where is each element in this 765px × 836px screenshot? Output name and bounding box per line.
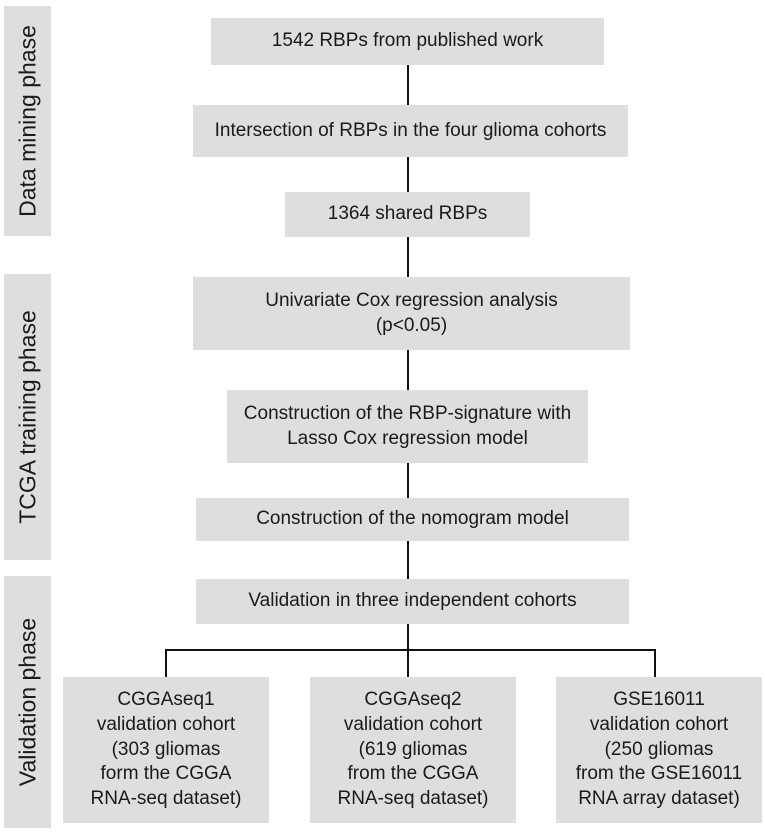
cohort-line4: from the CGGA — [347, 763, 479, 785]
connector-5-6 — [407, 463, 409, 498]
phase-data-mining: Data mining phase — [4, 6, 51, 236]
branch-left — [165, 649, 167, 677]
cohort-gse16011: GSE16011 validation cohort (250 gliomas … — [556, 677, 762, 823]
step-rbps-published-text: 1542 RBPs from published work — [271, 30, 544, 52]
cohort-line1: CGGAseq2 — [364, 689, 462, 711]
branch-horizontal — [165, 649, 656, 651]
cohort-line1: GSE16011 — [613, 689, 705, 711]
cohort-line2: validation cohort — [589, 713, 729, 735]
cohort-line3: (303 gliomas — [111, 738, 221, 760]
step-intersection-text: Intersection of RBPs in the four glioma … — [214, 119, 607, 141]
step-univariate-line2: (p<0.05) — [375, 314, 448, 336]
step-univariate-line1: Univariate Cox regression analysis — [265, 289, 558, 311]
branch-right — [654, 649, 656, 677]
connector-7-branch — [407, 624, 409, 650]
cohort-line4: from the GSE16011 — [575, 763, 743, 785]
step-nomogram-text: Construction of the nomogram model — [256, 508, 569, 530]
step-rbps-published: 1542 RBPs from published work — [211, 18, 604, 65]
cohort-line5: RNA array dataset) — [578, 788, 740, 810]
step-shared-rbps-text: 1364 shared RBPs — [327, 203, 488, 225]
step-rbp-signature: Construction of the RBP-signature with L… — [227, 390, 588, 463]
phase-tcga-training: TCGA training phase — [4, 274, 51, 560]
connector-2-3 — [407, 157, 409, 192]
step-nomogram: Construction of the nomogram model — [196, 498, 629, 541]
step-signature-line2: Lasso Cox regression model — [287, 427, 528, 449]
cohort-cggaseq2: CGGAseq2 validation cohort (619 gliomas … — [310, 677, 516, 823]
connector-4-5 — [407, 350, 409, 390]
connector-6-7 — [407, 541, 409, 579]
connector-1-2 — [407, 65, 409, 105]
cohort-line1: CGGAseq1 — [117, 689, 215, 711]
connector-3-4 — [407, 237, 409, 277]
cohort-cggaseq1: CGGAseq1 validation cohort (303 gliomas … — [63, 677, 269, 823]
phase-label-validation: Validation phase — [14, 617, 40, 787]
cohort-line3: (619 gliomas — [358, 738, 468, 760]
step-validation: Validation in three independent cohorts — [196, 579, 629, 624]
cohort-line3: (250 gliomas — [604, 738, 714, 760]
cohort-line5: RNA-seq dataset) — [337, 788, 489, 810]
phase-validation: Validation phase — [4, 576, 51, 828]
cohort-line5: RNA-seq dataset) — [90, 788, 242, 810]
step-univariate-cox: Univariate Cox regression analysis (p<0.… — [193, 277, 630, 350]
step-shared-rbps: 1364 shared RBPs — [285, 192, 530, 237]
step-validation-text: Validation in three independent cohorts — [248, 590, 577, 612]
cohort-line4: form the CGGA — [100, 763, 232, 785]
cohort-line2: validation cohort — [96, 713, 236, 735]
step-signature-line1: Construction of the RBP-signature with — [243, 402, 572, 424]
cohort-line2: validation cohort — [343, 713, 483, 735]
branch-middle — [407, 649, 409, 677]
step-intersection: Intersection of RBPs in the four glioma … — [193, 105, 628, 157]
phase-label-data-mining: Data mining phase — [14, 25, 40, 217]
phase-label-tcga-training: TCGA training phase — [14, 310, 40, 524]
